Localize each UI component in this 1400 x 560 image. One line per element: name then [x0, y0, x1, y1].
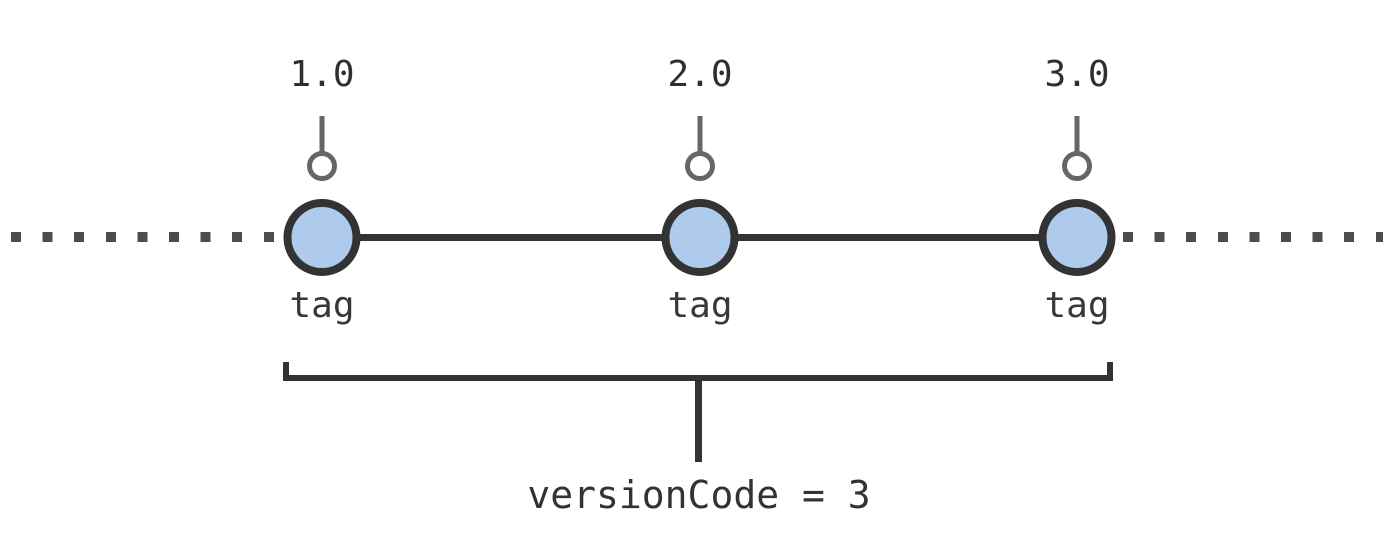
commit-node-circle	[661, 199, 739, 276]
tag-pin-icon	[307, 151, 337, 181]
commit-node-circle	[1038, 199, 1116, 276]
dotted-line-right	[1123, 232, 1383, 242]
bracket-stem	[695, 381, 702, 462]
tag-pin-stem	[1074, 116, 1080, 153]
version-label: 3.0	[1044, 54, 1110, 95]
tag-label: tag	[289, 285, 355, 326]
version-label: 2.0	[667, 54, 733, 95]
commit-node-circle	[283, 199, 361, 276]
dotted-line-left	[11, 232, 276, 242]
tag-pin-icon	[685, 151, 715, 181]
tag-label: tag	[1044, 285, 1110, 326]
tag-pin-icon	[1062, 151, 1092, 181]
tag-pin-stem	[697, 116, 703, 153]
tag-label: tag	[667, 285, 733, 326]
tag-pin-stem	[319, 116, 325, 153]
version-label: 1.0	[289, 54, 355, 95]
version-code-label: versionCode = 3	[527, 473, 871, 517]
version-range-bracket	[283, 362, 1113, 381]
